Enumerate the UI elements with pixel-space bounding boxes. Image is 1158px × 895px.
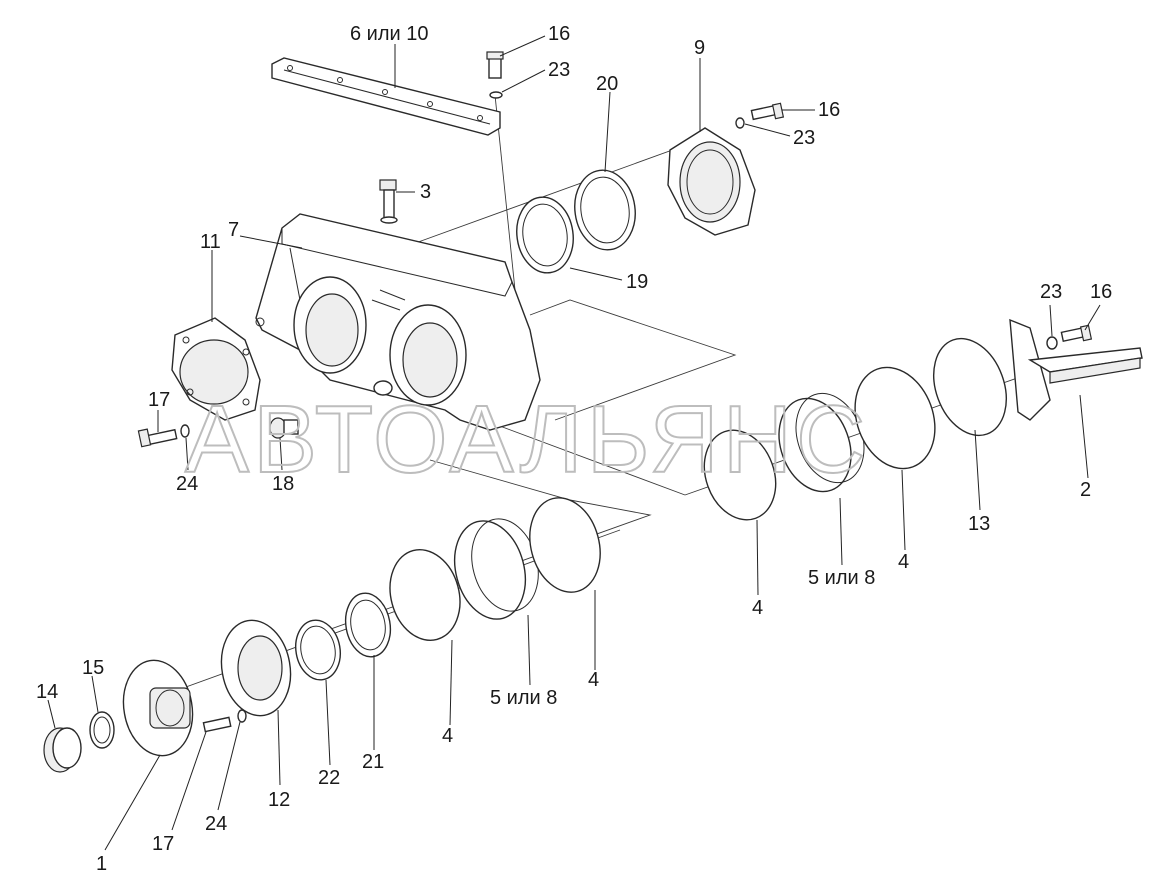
callout-2: 2 [1080, 479, 1091, 501]
callout-3: 3 [420, 181, 431, 203]
cover-plate-part [271, 57, 501, 136]
callout-16-far-right: 16 [1090, 281, 1112, 303]
callout-4-right-back: 4 [898, 551, 909, 573]
callout-24-left: 24 [176, 473, 198, 495]
callout-11: 11 [200, 231, 221, 253]
callout-15: 15 [82, 657, 104, 679]
left-bolt-part [137, 417, 299, 448]
callout-16-top: 16 [548, 23, 570, 45]
upper-right-bolt-part [735, 102, 785, 129]
callout-22: 22 [318, 767, 340, 789]
callout-18: 18 [272, 473, 294, 495]
top-bolt-part [486, 51, 504, 99]
callout-14: 14 [36, 681, 58, 703]
upper-seals-part [516, 127, 756, 274]
callout-labels: 6 или 10 16 23 20 9 16 23 3 11 7 19 23 1… [36, 23, 1112, 875]
callout-13: 13 [968, 513, 990, 535]
side-cover-part [171, 317, 261, 421]
callout-19: 19 [626, 271, 648, 293]
callout-9: 9 [694, 37, 705, 59]
callout-6-or-10: 6 или 10 [350, 23, 429, 45]
callout-1: 1 [96, 853, 107, 875]
leader-lines [47, 35, 1101, 851]
callout-16-right: 16 [818, 99, 840, 121]
callout-24-lower: 24 [205, 813, 227, 835]
callout-23-far-right: 23 [1040, 281, 1062, 303]
right-assembly-part [703, 318, 1143, 521]
callout-4-lower-back: 4 [588, 669, 599, 691]
callout-12: 12 [268, 789, 290, 811]
callout-5-or-8-lower: 5 или 8 [490, 687, 557, 709]
callout-21: 21 [362, 751, 384, 773]
callout-23-right: 23 [793, 127, 815, 149]
callout-4-right-front: 4 [752, 597, 763, 619]
callout-17-left: 17 [148, 389, 170, 411]
breather-part [379, 179, 398, 224]
lower-assembly-part [43, 497, 601, 773]
callout-7: 7 [228, 219, 239, 241]
watermark: АВТОАЛЬЯНС [185, 386, 869, 493]
gearbox-housing-part [255, 213, 541, 431]
callout-4-lower-front: 4 [442, 725, 453, 747]
callout-23-top: 23 [548, 59, 570, 81]
callout-20: 20 [596, 73, 618, 95]
callout-17-lower: 17 [152, 833, 174, 855]
callout-5-or-8-right: 5 или 8 [808, 567, 875, 589]
